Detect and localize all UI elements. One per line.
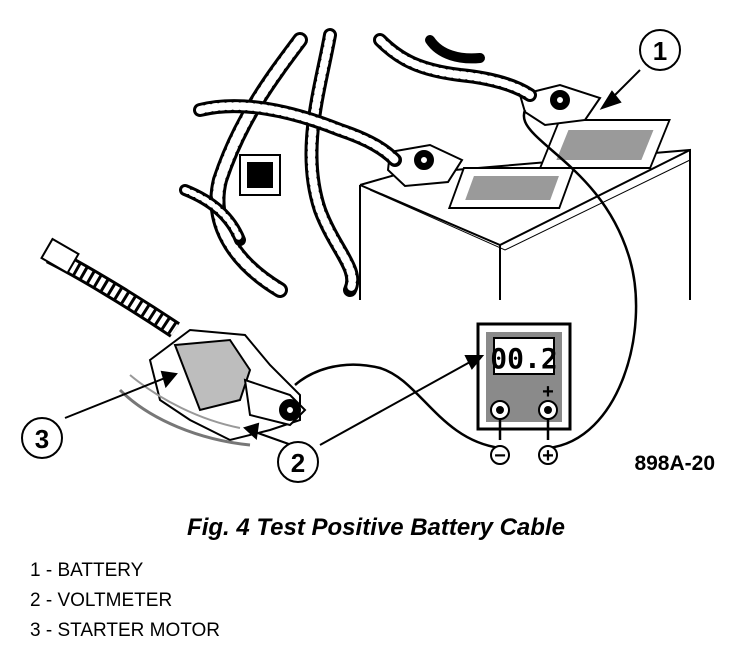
figure-code: 898A-20 xyxy=(634,452,715,475)
legend: 1 - BATTERY 2 - VOLTMETER 3 - STARTER MO… xyxy=(30,558,220,648)
figure-caption: Fig. 4 Test Positive Battery Cable xyxy=(187,514,565,541)
probe-negative-label: − xyxy=(494,445,506,467)
voltmeter-plus-label-top: + xyxy=(542,381,554,403)
callout-3: 3 xyxy=(21,417,63,459)
probe-positive xyxy=(538,445,558,465)
callout-1: 1 xyxy=(639,29,681,71)
probe-negative xyxy=(490,445,510,465)
callout-2: 2 xyxy=(277,441,319,483)
legend-item-starter-motor: 3 - STARTER MOTOR xyxy=(30,620,221,641)
battery xyxy=(359,119,691,300)
wiring-harness xyxy=(179,28,537,298)
legend-item-battery: 1 - BATTERY xyxy=(30,560,144,581)
svg-text:1: 1 xyxy=(653,36,667,66)
svg-text:3: 3 xyxy=(35,424,49,454)
battery-terminal-positive xyxy=(518,83,602,127)
legend-item-voltmeter: 2 - VOLTMETER xyxy=(30,590,173,611)
voltmeter xyxy=(476,322,572,431)
wiring-diagram: 00.2 + − + 1 2 3 898A-20 xyxy=(21,28,715,483)
starter-motor xyxy=(40,237,307,447)
svg-text:2: 2 xyxy=(291,448,305,478)
battery-terminal-negative xyxy=(386,143,464,188)
callout-leaders xyxy=(64,69,641,449)
probe-positive-label: + xyxy=(542,445,554,467)
test-leads xyxy=(294,109,638,450)
voltmeter-display: 00.2 xyxy=(490,342,557,375)
